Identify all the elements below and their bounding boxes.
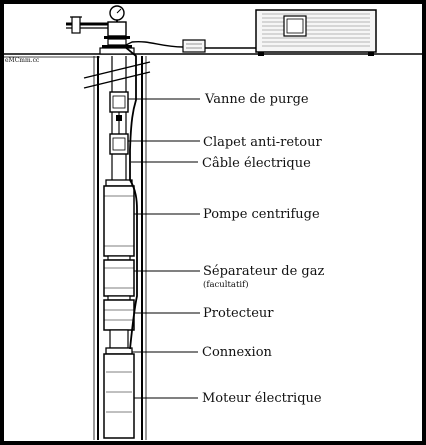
wellhead: [66, 5, 135, 55]
label-connexion: Connexion: [202, 345, 273, 360]
label-clapet-anti-retour: Clapet anti-retour: [203, 135, 322, 150]
label-protecteur: Protecteur: [203, 306, 274, 321]
protector: [103, 299, 135, 349]
cabinet-panel: [283, 15, 307, 37]
label-vanne-de-purge: Vanne de purge: [204, 92, 309, 107]
label-separateur-de-gaz: Séparateur de gaz: [203, 264, 324, 279]
control-cabinet: [255, 9, 377, 56]
electric-motor: [103, 353, 135, 439]
junction-box: [182, 39, 206, 53]
watermark-text: eMCmm.cc: [5, 57, 40, 64]
well-casing: [93, 56, 147, 440]
drain-valve: [109, 91, 129, 140]
label-facultatif: (facultatif): [203, 279, 249, 290]
leader-lines: [128, 98, 200, 399]
flow-valve-icon: [71, 16, 81, 34]
break-marks: [83, 61, 151, 89]
gas-separator: [103, 259, 135, 301]
centrifugal-pump: [103, 179, 135, 261]
label-cable-electrique: Câble électrique: [202, 156, 311, 171]
downhole-cable: [123, 45, 138, 350]
check-valve: [109, 133, 129, 155]
connection: [105, 347, 133, 355]
surface-cable-wellhead: [123, 40, 184, 48]
label-moteur-electrique: Moteur électrique: [202, 391, 322, 406]
production-tubing: [111, 56, 127, 180]
label-pompe-centrifuge: Pompe centrifuge: [203, 207, 320, 222]
